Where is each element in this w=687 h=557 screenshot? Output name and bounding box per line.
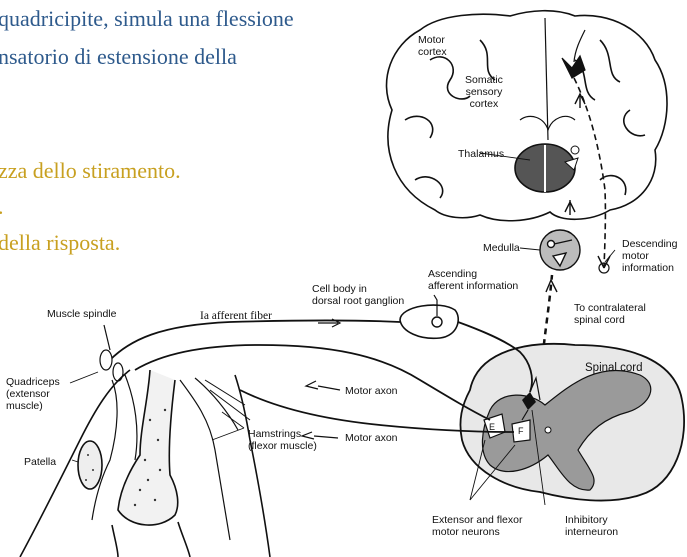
label-motor-axon-1: Motor axon <box>345 385 398 397</box>
cell-body-icon <box>432 317 442 327</box>
label-neuron-e: E <box>489 421 495 433</box>
medulla-structure <box>540 230 580 270</box>
dorsal-root-ganglion <box>400 305 458 338</box>
label-hamstrings: Hamstrings(flexor muscle) <box>248 428 317 452</box>
muscle-spindle <box>100 325 123 381</box>
descending-pathway <box>574 78 605 268</box>
label-motor-axon-2: Motor axon <box>345 432 398 444</box>
label-medulla: Medulla <box>483 242 520 254</box>
label-patella: Patella <box>24 456 56 468</box>
label-thalamus: Thalamus <box>458 148 504 160</box>
motor-axon-arrow-icon <box>306 381 318 389</box>
label-neuron-f: F <box>518 425 524 437</box>
label-ia-afferent: Ia afferent fiber <box>200 310 272 322</box>
patella-bone <box>78 441 102 489</box>
label-spinal-cord: Spinal cord <box>585 362 643 374</box>
motor-cortex-neuron-icon <box>562 30 585 78</box>
label-muscle-spindle: Muscle spindle <box>47 308 116 320</box>
